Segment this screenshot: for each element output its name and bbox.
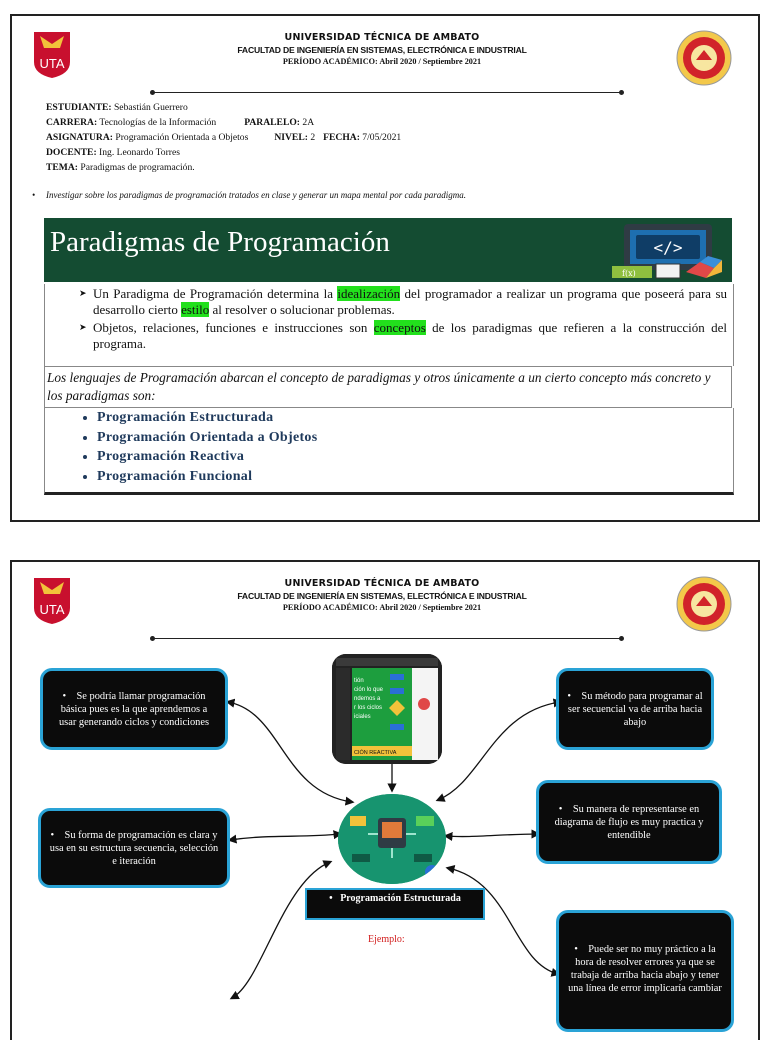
- parallel-label: PARALELO:: [244, 117, 300, 128]
- connector-bottom-left: [232, 862, 330, 998]
- connector-mid-right: [446, 834, 538, 837]
- box-text: • Su manera de representarse en diagrama…: [547, 803, 711, 842]
- highlight-estilo: estilo: [181, 302, 209, 317]
- paradigm-item: Programación Orientada a Objetos: [97, 428, 733, 448]
- point-text: Un Paradigma de Programación determina l…: [93, 286, 337, 301]
- student-label: ESTUDIANTE:: [46, 102, 112, 113]
- subject-label: ASIGNATURA:: [46, 132, 113, 143]
- example-screenshot-image: tión ción lo que ndemos a r los ciclos i…: [332, 654, 442, 764]
- highlight-conceptos: conceptos: [374, 320, 426, 335]
- thumb-text: iciales: [354, 714, 371, 720]
- paradigm-list: Programación Estructurada Programación O…: [44, 408, 734, 495]
- level-label: NIVEL:: [274, 132, 308, 143]
- paradigm-item: Programación Reactiva: [97, 447, 733, 467]
- highlight-idealizacion: idealización: [337, 286, 400, 301]
- paradigm-item: Programación Funcional: [97, 467, 733, 487]
- flowchart-screenshot-icon: tión ción lo que ndemos a r los ciclos i…: [332, 654, 442, 764]
- faculty-seal-icon: [676, 30, 732, 86]
- header-titles: UNIVERSIDAD TÉCNICA DE AMBATO FACULTAD D…: [162, 32, 602, 68]
- task-text: Investigar sobre los paradigmas de progr…: [46, 190, 466, 200]
- central-topic-title: • Programación Estructurada: [305, 888, 485, 920]
- mindmap-box-error-handling: • Puede ser no muy práctico a la hora de…: [556, 910, 734, 1032]
- parallel-value: 2A: [300, 117, 314, 128]
- topic-value: Paradigmas de programación.: [78, 162, 195, 173]
- title-bullet: •: [329, 893, 333, 904]
- academic-period: PERÍODO ACADÉMICO: Abril 2020 / Septiemb…: [162, 56, 602, 68]
- box-text: • Se podría llamar programación básica p…: [51, 690, 217, 729]
- teacher-value: Ing. Leonardo Torres: [97, 147, 180, 158]
- mindmap-box-clear-structure: • Su forma de programación es clara y us…: [38, 808, 230, 888]
- page-header: UTA UNIVERSIDAD TÉCNICA DE AMBATO FACULT…: [12, 16, 758, 96]
- example-label: Ejemplo:: [368, 934, 405, 945]
- document-page-2: UTA UNIVERSIDAD TÉCNICA DE AMBATO FACULT…: [10, 560, 760, 1040]
- box-text: • Puede ser no muy práctico a la hora de…: [567, 943, 723, 995]
- university-name: UNIVERSIDAD TÉCNICA DE AMBATO: [162, 32, 602, 44]
- point-item: Un Paradigma de Programación determina l…: [45, 286, 733, 318]
- student-name: Sebastián Guerrero: [112, 102, 188, 113]
- logo-text: UTA: [39, 56, 64, 71]
- career-value: Tecnologías de la Información: [97, 117, 216, 128]
- topic-label: TEMA:: [46, 162, 78, 173]
- intro-paragraph: Los lenguajes de Programación abarcan el…: [44, 366, 732, 408]
- career-label: CARRERA:: [46, 117, 97, 128]
- central-title-text: Programación Estructurada: [340, 893, 461, 904]
- task-bullet: •: [32, 190, 46, 200]
- mindmap-box-sequential-method: • Su método para programar al ser secuen…: [556, 668, 714, 750]
- teacher-label: DOCENTE:: [46, 147, 97, 158]
- date-value: 7/05/2021: [360, 132, 401, 143]
- student-info: ESTUDIANTE: Sebastián Guerrero CARRERA: …: [46, 100, 401, 175]
- central-topic-image: [338, 794, 446, 884]
- task-instruction: •Investigar sobre los paradigmas de prog…: [32, 190, 466, 200]
- title-banner: Paradigmas de Programación </> f(x): [44, 218, 732, 282]
- programming-illustration-icon: [338, 794, 446, 884]
- banner-title: Paradigmas de Programación: [50, 226, 390, 259]
- key-points: Un Paradigma de Programación determina l…: [44, 284, 734, 366]
- fx-glyph: f(x): [622, 269, 636, 278]
- level-value: 2: [308, 132, 315, 143]
- document-page-1: UTA UNIVERSIDAD TÉCNICA DE AMBATO FACULT…: [10, 14, 760, 522]
- thumb-text: ción lo que: [354, 687, 384, 693]
- date-label: FECHA:: [323, 132, 360, 143]
- connector-bottom-right: [448, 868, 558, 974]
- point-item: Objetos, relaciones, funciones e instruc…: [45, 320, 733, 352]
- mindmap-box-basic-programming: • Se podría llamar programación básica p…: [40, 668, 228, 750]
- thumb-text: tión: [354, 678, 364, 684]
- paradigm-item: Programación Estructurada: [97, 408, 733, 428]
- code-glyph: </>: [654, 238, 683, 257]
- code-laptop-icon: </> f(x): [610, 222, 726, 280]
- thumb-text: r los ciclos: [354, 705, 382, 711]
- mindmap-box-flow-diagram: • Su manera de representarse en diagrama…: [536, 780, 722, 864]
- thumb-text: CIÓN REACTIVA: [354, 749, 397, 756]
- point-text: al resolver o solucionar problemas.: [209, 302, 395, 317]
- connector-mid-left: [230, 834, 340, 840]
- uta-logo-icon: UTA: [34, 32, 70, 78]
- faculty-name: FACULTAD DE INGENIERÍA EN SISTEMAS, ELEC…: [162, 44, 602, 56]
- subject-value: Programación Orientada a Objetos: [113, 132, 248, 143]
- header-divider: [152, 92, 622, 93]
- point-text: Objetos, relaciones, funciones e instruc…: [93, 320, 374, 335]
- thumb-text: ndemos a: [354, 696, 381, 702]
- box-text: • Su forma de programación es clara y us…: [49, 829, 219, 868]
- box-text: • Su método para programar al ser secuen…: [567, 690, 703, 729]
